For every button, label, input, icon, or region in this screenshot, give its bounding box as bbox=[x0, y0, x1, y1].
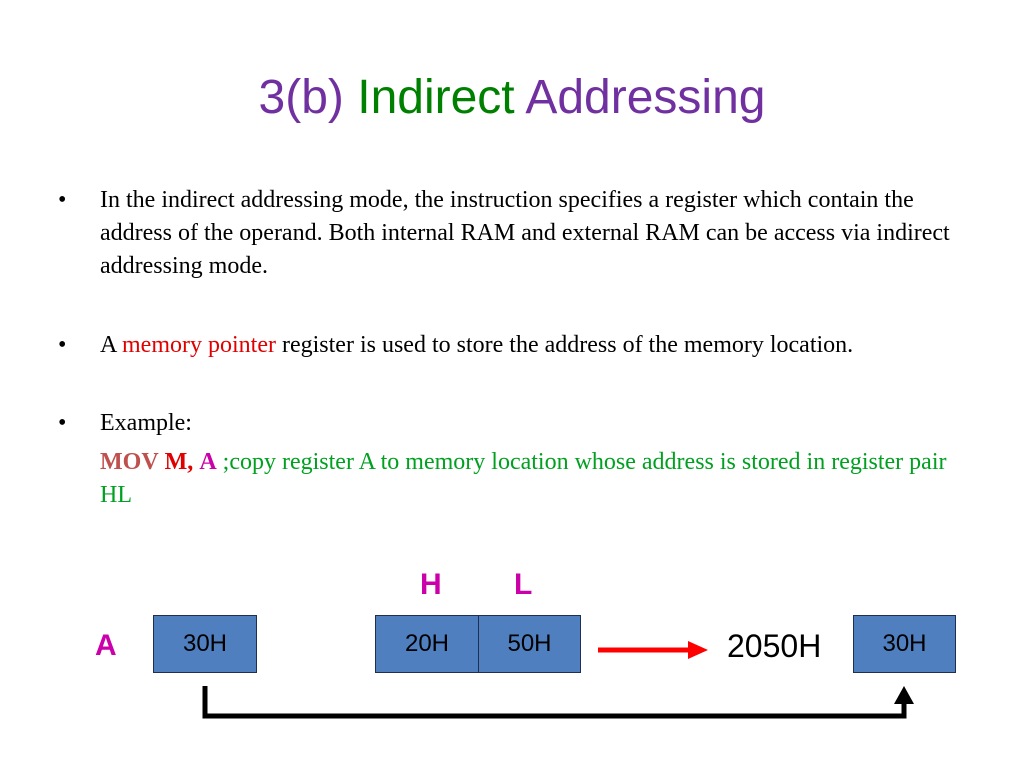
bullet-mp-highlight: memory pointer bbox=[122, 332, 276, 358]
title-addressing: Addressing bbox=[525, 71, 766, 124]
bullet-mp-pre: A bbox=[100, 332, 117, 358]
register-l-label: L bbox=[514, 568, 533, 601]
bullet-definition: • In the indirect addressing mode, the i… bbox=[58, 184, 978, 283]
bullet-example-label: Example: bbox=[100, 410, 192, 436]
red-arrow-icon bbox=[598, 641, 708, 659]
example-m: M, bbox=[164, 449, 194, 475]
bullet-dot-icon: • bbox=[58, 187, 67, 213]
bullet-example: • Example: bbox=[58, 407, 978, 440]
example-comment: ;copy register A to memory location whos… bbox=[100, 449, 947, 508]
slide-title: 3(b) Indirect Addressing bbox=[0, 62, 1024, 134]
memory-address-label: 2050H bbox=[727, 628, 822, 664]
bullet-dot-icon: • bbox=[58, 410, 67, 436]
bullet-dot-icon: • bbox=[58, 332, 67, 358]
bracket-arrow-icon bbox=[202, 686, 914, 719]
register-h-label: H bbox=[420, 568, 442, 601]
register-l-box: 50H bbox=[478, 615, 581, 673]
bullet-memory-pointer: • A memory pointer register is used to s… bbox=[58, 329, 978, 362]
example-a: A bbox=[199, 449, 217, 475]
title-indirect: Indirect bbox=[357, 71, 515, 124]
example-mov: MOV bbox=[100, 449, 159, 475]
memory-location-box: 30H bbox=[853, 615, 956, 673]
bullet-list: • In the indirect addressing mode, the i… bbox=[58, 184, 978, 512]
register-h-box: 20H bbox=[375, 615, 479, 673]
register-a-label: A bbox=[95, 629, 117, 662]
example-instruction: MOV M, A ;copy register A to memory loca… bbox=[58, 446, 978, 512]
bullet-mp-post: register is used to store the address of… bbox=[281, 332, 854, 358]
bullet-definition-text: In the indirect addressing mode, the ins… bbox=[100, 187, 950, 279]
register-a-box: 30H bbox=[153, 615, 257, 673]
title-number: 3(b) bbox=[258, 71, 344, 124]
